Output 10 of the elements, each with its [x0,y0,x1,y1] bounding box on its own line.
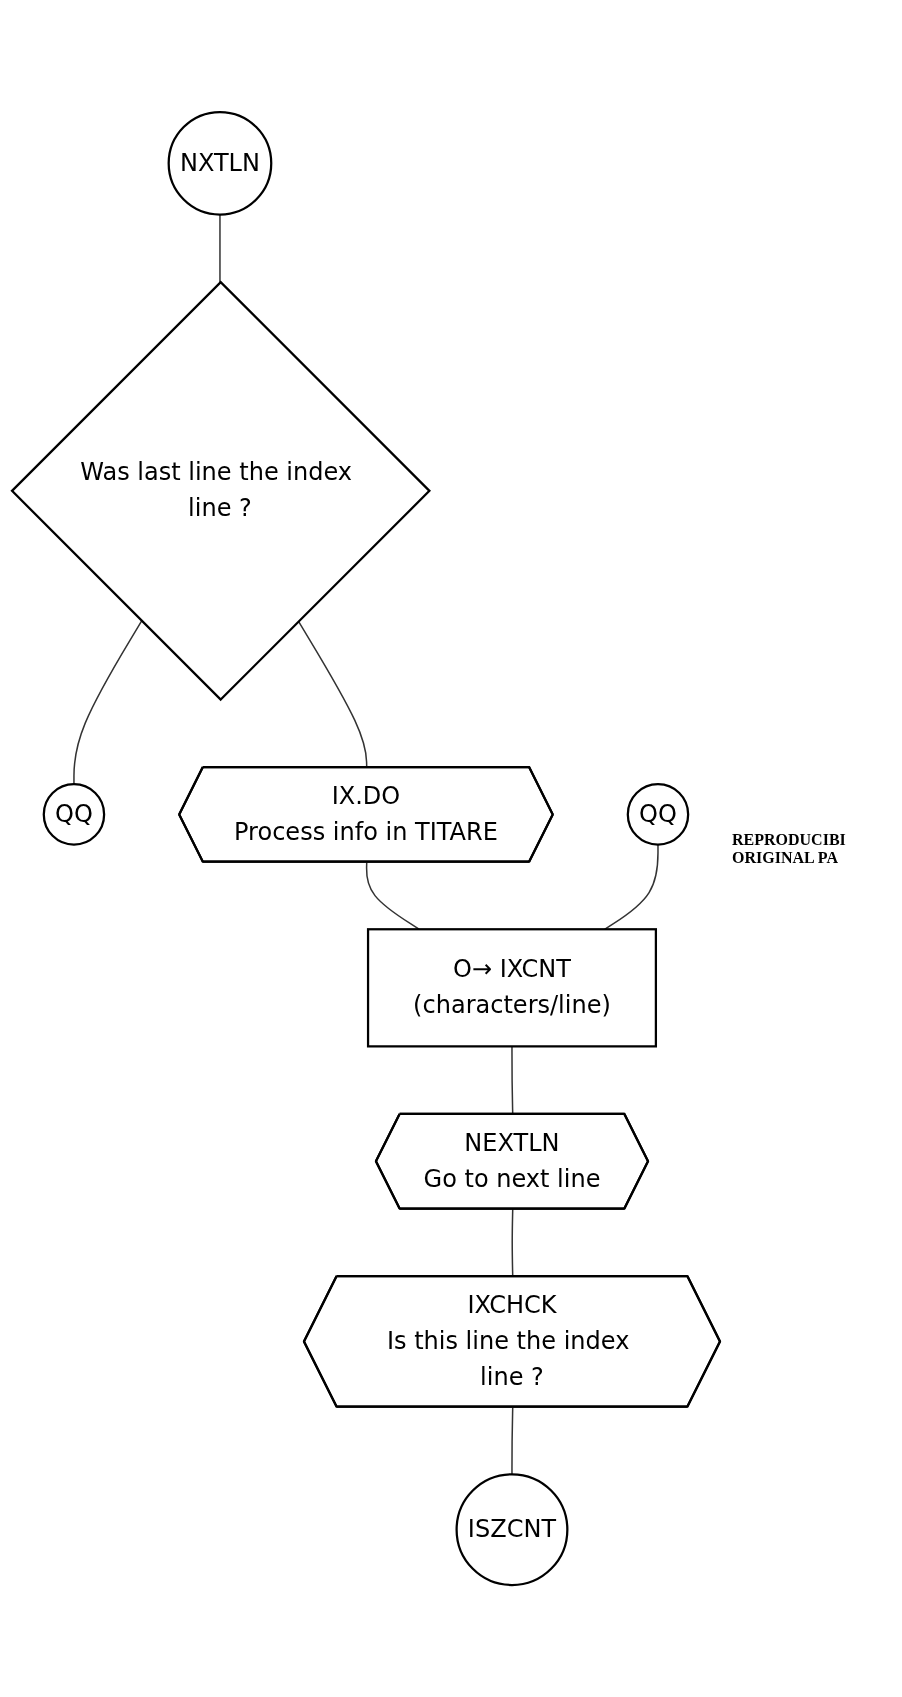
node-circle: QQ [42,783,106,846]
node-circle: ISZCNT [455,1473,569,1587]
connector [73,620,143,785]
stamp-text: ORIGINAL PA [732,848,839,867]
node-circle: QQ [626,783,690,846]
stamp-text: REPRODUCIBI [732,830,847,849]
connector [511,1406,514,1475]
node-box: O→ IXCNT (characters/line) [366,928,657,1048]
node-circle: NXTLN [167,110,273,216]
node-diamond: Was last line the index line ? [10,280,431,702]
